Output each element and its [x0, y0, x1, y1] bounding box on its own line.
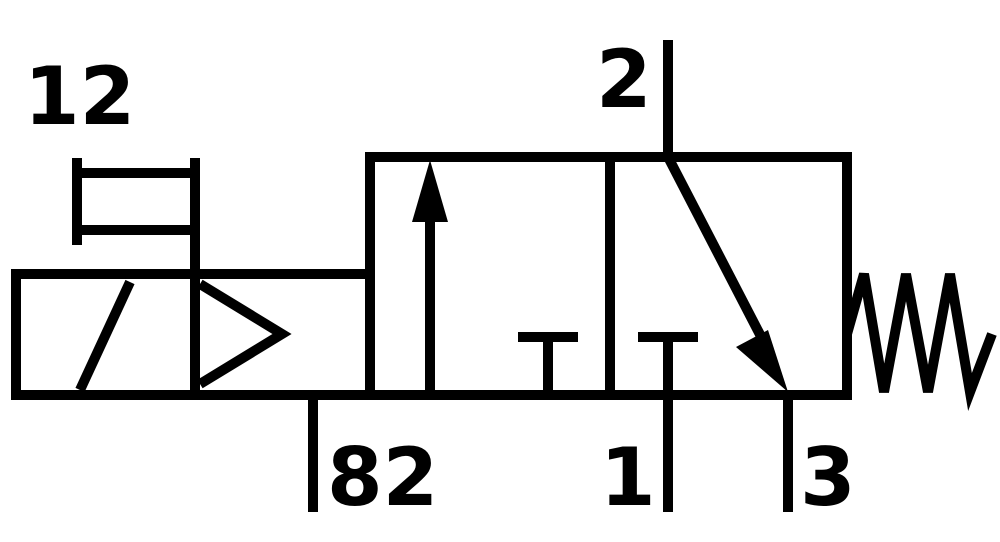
port-label-3: 3: [800, 431, 856, 524]
solenoid-actuator: [11, 158, 375, 400]
left-position-flow: [412, 160, 578, 395]
return-spring-icon: [842, 272, 997, 411]
port-lines: [308, 40, 793, 512]
manual-override-symbol: [72, 158, 195, 245]
right-position-flow: [638, 154, 788, 395]
port-label-1: 1: [600, 431, 656, 524]
port-label-82: 82: [327, 431, 438, 524]
valve-body: [365, 152, 852, 400]
port-label-12: 12: [24, 50, 135, 143]
port-label-2: 2: [596, 33, 652, 126]
flow-arrow-up-icon: [412, 160, 448, 222]
flow-arrow-diagonal-icon: [736, 330, 788, 392]
